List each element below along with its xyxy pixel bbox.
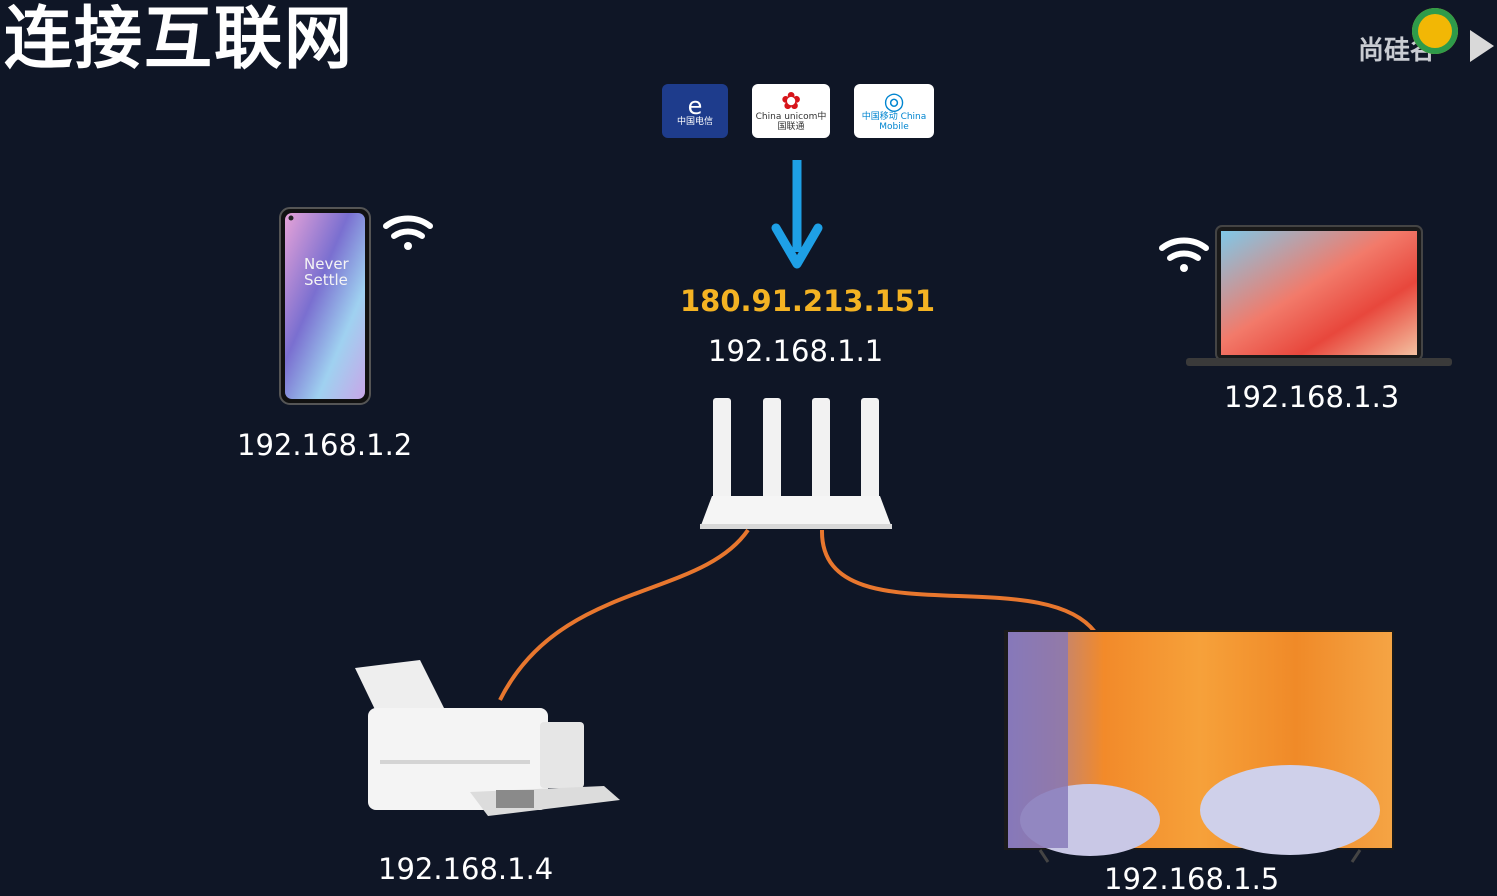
china-unicom-logo: ✿ China unicom中国联通	[752, 84, 830, 138]
telecom-label: 中国电信	[676, 117, 713, 128]
china-telecom-logo: e 中国电信	[662, 84, 728, 138]
laptop-wifi-icon	[1159, 237, 1209, 272]
cable-to-printer	[498, 528, 750, 701]
china-mobile-logo: ◎ 中国移动 China Mobile	[854, 84, 934, 138]
page-title: 连接互联网	[4, 0, 355, 79]
phone-icon	[279, 207, 371, 405]
tv-ip: 192.168.1.5	[1104, 862, 1280, 896]
router-lan-ip: 192.168.1.1	[708, 334, 884, 368]
watermark-logo-icon	[1412, 8, 1458, 54]
mobile-label: 中国移动 China Mobile	[861, 112, 927, 132]
down-arrow-icon	[771, 160, 823, 269]
router-public-ip: 180.91.213.151	[680, 284, 936, 318]
phone-wifi-icon	[383, 215, 433, 250]
cable-to-tv	[819, 529, 1097, 634]
unicom-label: China unicom中国联通	[755, 112, 827, 132]
printer-ip: 192.168.1.4	[378, 852, 554, 886]
telecom-icon: e	[687, 92, 703, 121]
router-icon	[700, 398, 892, 529]
printer-icon	[355, 660, 620, 816]
mobile-icon: ◎	[883, 87, 905, 116]
phone-screen-text: Never Settle	[304, 255, 349, 289]
laptop-icon	[1186, 225, 1452, 366]
phone-ip: 192.168.1.2	[237, 428, 413, 462]
laptop-ip: 192.168.1.3	[1224, 380, 1400, 414]
unicom-icon: ✿	[780, 87, 802, 116]
tv-icon	[1004, 630, 1394, 863]
play-icon	[1470, 30, 1494, 62]
